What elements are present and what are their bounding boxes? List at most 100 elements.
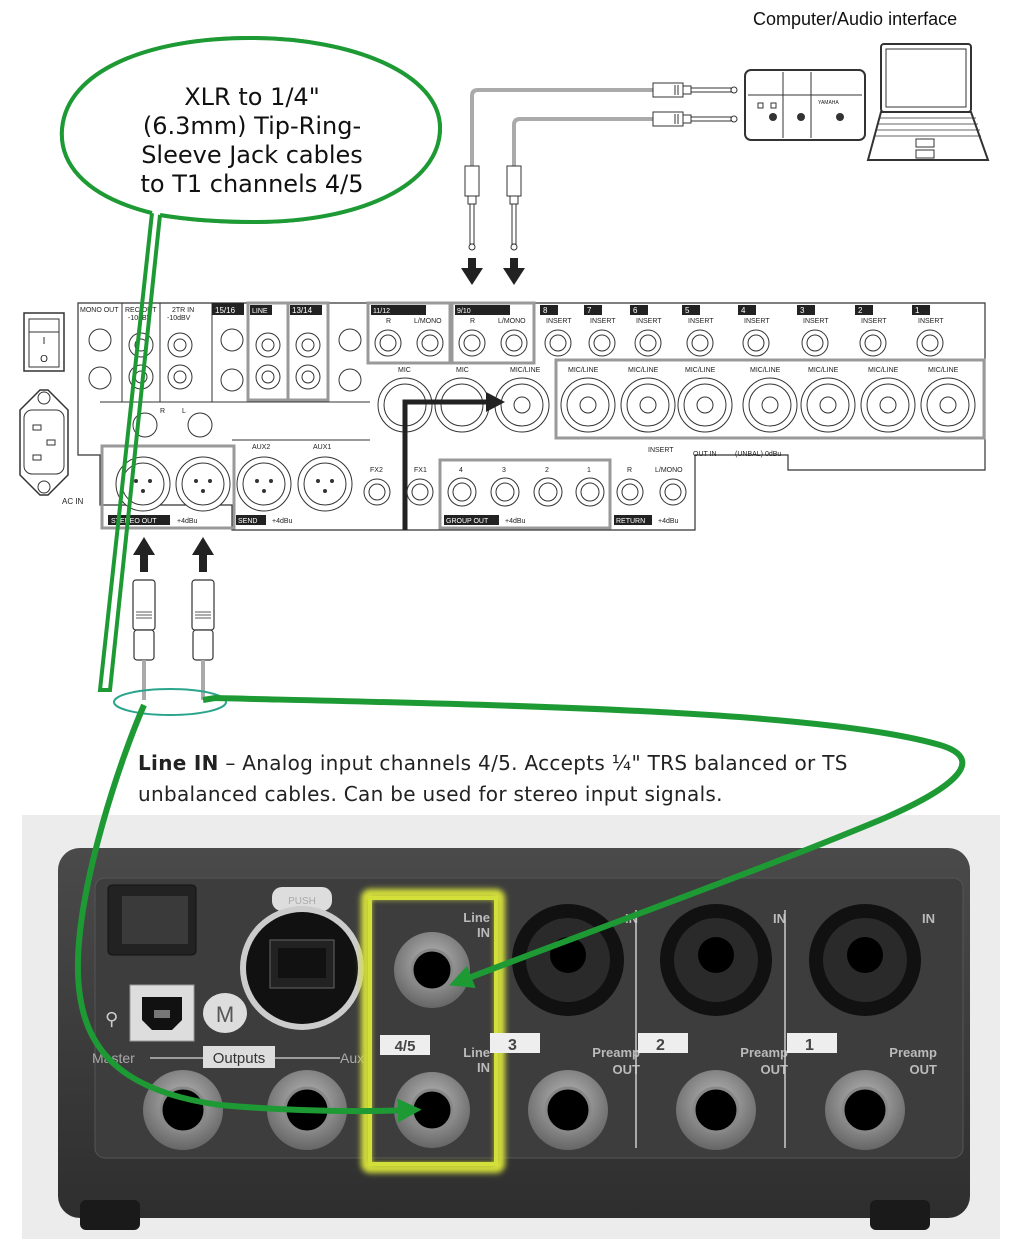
2tr-in-level: -10dBV: [167, 315, 191, 322]
mixer-rear-panel: I O AC IN MONO OUT REC OUT -10dBV 2TR IN…: [19, 301, 986, 531]
callout-line-2: (6.3mm) Tip-Ring-: [143, 112, 361, 140]
jack-plug-vertical-1: [464, 165, 480, 251]
return-l-mono-label: L/MONO: [655, 467, 683, 474]
stereo-l-label: L: [182, 408, 186, 415]
ch9-r-label: R: [470, 318, 475, 325]
ch-9-10-label: 9/10: [457, 308, 471, 315]
out-label: OUT: [761, 1062, 789, 1077]
highlight-ellipse: [113, 688, 227, 716]
mono-out-label: MONO OUT: [80, 307, 119, 314]
mic-line-input-6: MIC/LINE: [620, 367, 676, 433]
group-out-label: GROUP OUT: [446, 518, 489, 525]
m-logo: M: [216, 1002, 234, 1027]
aux2-label: AUX2: [252, 444, 270, 451]
mic-line-input-4: MIC/LINE: [742, 367, 798, 433]
svg-text:YAMAHA: YAMAHA: [818, 100, 839, 106]
stereo-out-level: +4dBu: [177, 518, 198, 525]
insert-legend-detail: OUT IN: [693, 451, 717, 458]
arrow-to-top-line-in: [202, 694, 966, 989]
channel-number: 1: [805, 1037, 814, 1054]
aux-label: Aux: [340, 1050, 364, 1066]
return-label: RETURN: [616, 518, 645, 525]
return-r-label: R: [627, 467, 632, 474]
return-level: +4dBu: [658, 518, 679, 525]
ch9-l-mono-label: L/MONO: [498, 318, 526, 325]
mic-label-2: MIC: [456, 367, 469, 374]
mic-line-input-5: MIC/LINE: [677, 367, 733, 433]
ch-13-14-label: 13/14: [292, 306, 313, 315]
out-label: OUT: [613, 1062, 641, 1077]
line-in-top-line1: Line: [463, 910, 490, 925]
channel-45-highlight: [361, 889, 505, 1173]
power-off-label: O: [40, 354, 48, 365]
caption-bold: Line IN: [138, 751, 219, 775]
insert-label: INSERT: [546, 318, 572, 325]
aux1-label: AUX1: [313, 444, 331, 451]
callout-line-4: to T1 channels 4/5: [140, 170, 363, 198]
channel-number: 1: [915, 306, 920, 315]
channel-number: 3: [800, 306, 805, 315]
preamp-label: Preamp: [889, 1045, 937, 1060]
out-label: OUT: [910, 1062, 938, 1077]
ch-15-16-label: 15/16: [215, 306, 236, 315]
l-arrow-icon: [402, 399, 488, 530]
mic-line-input-2: MIC/LINE: [860, 367, 916, 433]
channel-number: 5: [685, 306, 690, 315]
ch-11-12-label: 11/12: [373, 308, 390, 315]
caption-text: – Analog input channels 4/5. Accepts ¼" …: [138, 751, 848, 806]
insert-label: INSERT: [744, 318, 770, 325]
in-label: IN: [922, 911, 935, 926]
t1-tonematch-rear: ⚲ M PUSH Master Outputs Aux Line IN Line…: [22, 815, 1000, 1239]
callout-bubble: XLR to 1/4" (6.3mm) Tip-Ring- Sleeve Jac…: [59, 35, 443, 692]
laptop-icon: [866, 43, 990, 161]
line-in-jack-top[interactable]: [394, 932, 470, 1008]
insert-row: 8INSERT7INSERT6INSERT5INSERT4INSERT3INSE…: [540, 305, 944, 357]
group-out-1: 1: [575, 467, 605, 507]
mic-line-label: MIC/LINE: [685, 367, 716, 374]
usb-icon: ⚲: [105, 1009, 118, 1030]
preamp-label: Preamp: [592, 1045, 640, 1060]
mic-line-label: MIC/LINE: [868, 367, 899, 374]
channel-number: 4: [741, 306, 746, 315]
in-label: IN: [773, 911, 786, 926]
send-level: +4dBu: [272, 518, 293, 525]
insert-label: INSERT: [918, 318, 944, 325]
master-output-jack[interactable]: [143, 1070, 223, 1150]
group-number: 3: [502, 467, 506, 474]
arrow-to-bottom-line-in: [74, 703, 422, 1123]
line-in-top-line2: IN: [477, 925, 490, 940]
line-in-jack-bottom[interactable]: [394, 1072, 470, 1148]
jack-plug-horizontal-1: [652, 82, 738, 98]
channel-number: 8: [543, 306, 548, 315]
ch-45-label: 4/5: [395, 1038, 416, 1055]
callout-line-3: Sleeve Jack cables: [141, 141, 363, 169]
insert-label: INSERT: [590, 318, 616, 325]
green-arrows: [74, 694, 966, 1123]
group-out-3: 3: [490, 467, 520, 507]
insert-label: INSERT: [636, 318, 662, 325]
insert-label: INSERT: [688, 318, 714, 325]
send-label: SEND: [238, 518, 257, 525]
push-label: PUSH: [288, 896, 316, 907]
2tr-in-label: 2TR IN: [172, 307, 194, 314]
insert-label: INSERT: [803, 318, 829, 325]
group-out-4: 4: [447, 467, 477, 507]
ac-inlet: AC IN: [19, 389, 84, 506]
power-switch[interactable]: I O: [23, 312, 65, 372]
line-in-bottom-line1: Line: [463, 1045, 490, 1060]
mic-line-label: MIC/LINE: [568, 367, 599, 374]
mic-line-label: MIC/LINE: [628, 367, 659, 374]
group-number: 1: [587, 467, 591, 474]
audio-interface: YAMAHA: [744, 69, 866, 141]
insert-legend-unbal: (UNBAL) 0dBu: [735, 451, 781, 458]
ch11-r-label: R: [386, 318, 391, 325]
